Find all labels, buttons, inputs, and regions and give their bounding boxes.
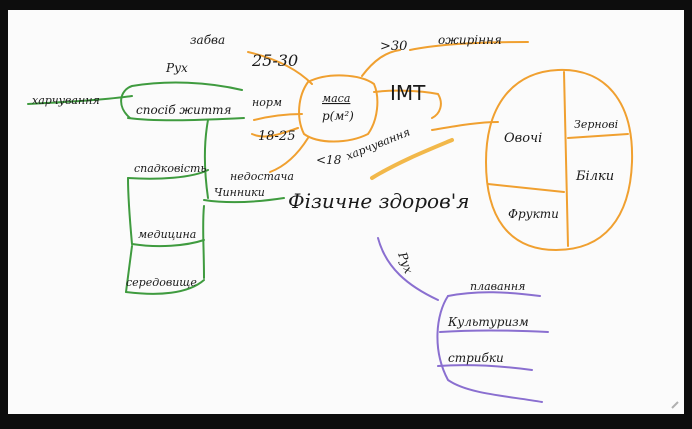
nedostacha-label: недостача xyxy=(230,170,294,183)
range-over-30: >30 xyxy=(380,39,407,54)
branch-medycyna xyxy=(131,239,205,248)
range-18-25: 18-25 xyxy=(258,129,295,144)
formula-bottom: р(м²) xyxy=(322,109,354,123)
branch-factors-up xyxy=(204,119,209,199)
left-sposib: спосіб життя xyxy=(136,103,231,117)
corner-mark xyxy=(671,401,679,409)
whiteboard: Фізичне здоров'я забва 25-30 >30 ожирінн… xyxy=(8,10,684,414)
formula-top: маса xyxy=(322,92,350,105)
branch-plavannia xyxy=(447,291,541,297)
branch-ruh xyxy=(377,237,439,301)
left-harchuvannia: харчування xyxy=(32,94,100,107)
branch-spadkovist-stem xyxy=(127,177,133,245)
ruh-label: Рух xyxy=(395,249,416,275)
branch-medycyna-stem xyxy=(125,245,133,293)
range-under-18: <18 xyxy=(316,153,342,167)
branch-strybky xyxy=(437,364,533,371)
zabva-label: забва xyxy=(190,33,225,47)
sector-frukty: Фрукти xyxy=(508,207,559,221)
ruh-plavannia: плавання xyxy=(470,280,525,293)
range-25-30: 25-30 xyxy=(251,51,298,70)
branch-sposib-loop xyxy=(120,81,243,119)
branch-imt xyxy=(373,89,442,119)
branch-norm-under xyxy=(251,127,299,138)
branch-seredovyshche xyxy=(125,279,205,295)
branch-harchuvannia-left xyxy=(27,95,133,105)
branch-sposib xyxy=(127,117,245,122)
branch-factors-down xyxy=(202,205,205,279)
branch-zabva xyxy=(247,51,313,85)
mind-map: Фізичне здоров'я забва 25-30 >30 ожирінн… xyxy=(27,33,679,409)
sector-ovochi: Овочі xyxy=(504,131,542,146)
branch-over-30 xyxy=(361,49,401,77)
ruh-strybky: стрибки xyxy=(448,351,504,365)
nutrition-circle xyxy=(484,68,634,252)
branch-norm xyxy=(253,113,303,121)
formula-bubble xyxy=(298,74,379,143)
ruh-kulturyzm: Культуризм xyxy=(447,315,529,329)
branch-center-to-factors xyxy=(203,197,285,204)
sector-zernovi: Зернові xyxy=(574,118,618,131)
left-ruh: Рух xyxy=(165,61,188,75)
nutrition-divider-h2 xyxy=(567,133,629,139)
branch-kulturyzm xyxy=(439,329,549,333)
center-label: Фізичне здоров'я xyxy=(288,189,469,213)
left-chynnyky: Чинники xyxy=(214,186,265,199)
branch-spadkovist xyxy=(127,169,209,180)
left-spadkovist: спадковість xyxy=(134,162,206,175)
nutrition-divider-h1 xyxy=(487,183,565,193)
left-seredovyshche: середовище xyxy=(126,276,197,289)
ozhyrinnia-label: ожиріння xyxy=(438,33,502,47)
branch-ozhyrinnia xyxy=(409,41,529,51)
branch-under-18 xyxy=(269,137,309,173)
left-medycyna: медицина xyxy=(138,228,196,241)
harchuvannia-highlight xyxy=(370,138,454,180)
branch-ruh-spine xyxy=(436,295,543,403)
imt-title: IMT xyxy=(390,81,426,105)
norma-label: норм xyxy=(252,96,282,109)
branch-nutrition-link xyxy=(431,121,499,131)
harchuvannia-label: харчування xyxy=(344,125,412,162)
sector-bilky: Білки xyxy=(575,169,614,184)
nutrition-divider-v xyxy=(563,71,569,247)
